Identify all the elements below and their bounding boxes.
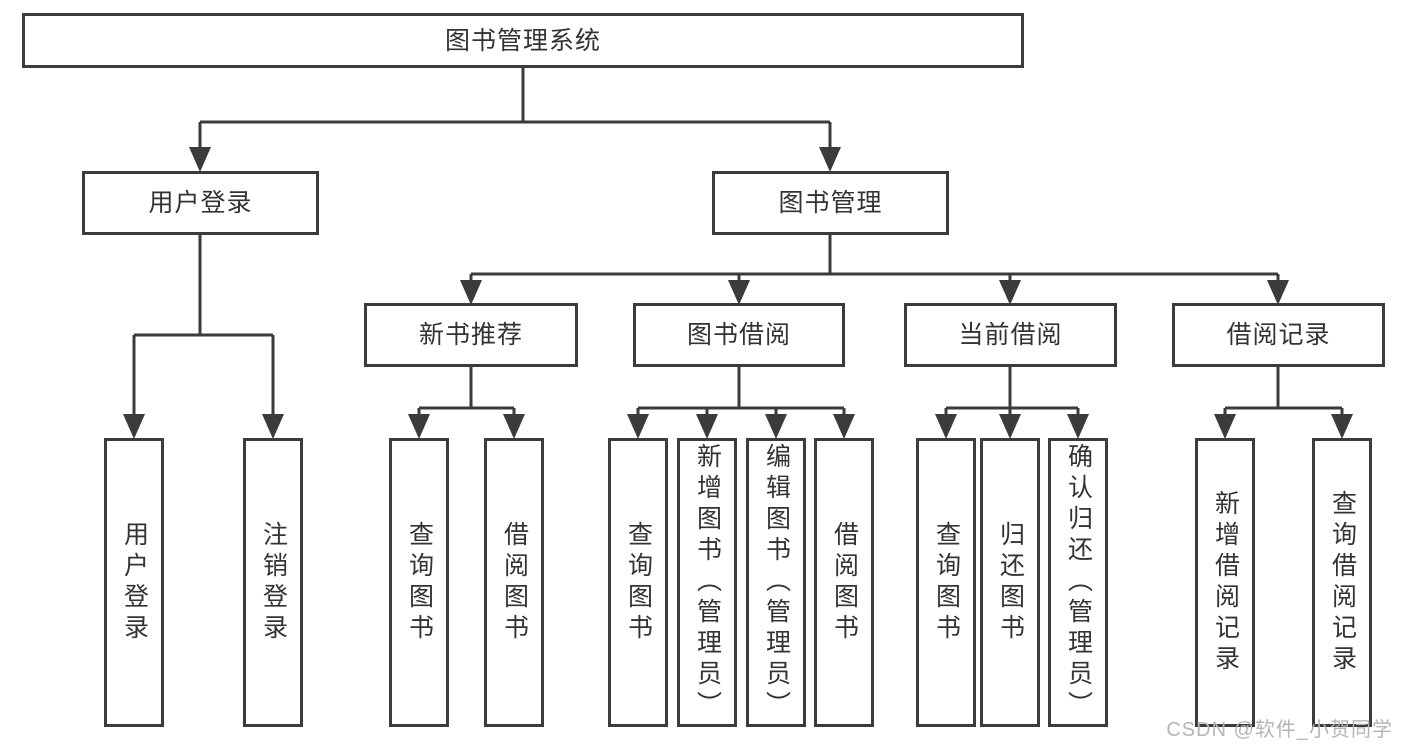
- edge-borrow-records-to-leaves: [1223, 367, 1344, 420]
- edge-book-management-to-level3: [469, 235, 1280, 290]
- arrow-down-icon: [935, 414, 957, 439]
- leaf-query-borrow-record: 查询借阅记录: [1312, 438, 1372, 727]
- leaf-borrow-books: 借阅图书: [814, 438, 874, 727]
- leaf-edit-book-admin: 编辑图书（管理员）: [746, 438, 806, 727]
- leaf-add-book-admin-label: 新增图书（管理员）: [693, 443, 722, 722]
- node-root: 图书管理系统: [22, 13, 1024, 68]
- leaf-query-books-borrow-label: 查询图书: [624, 520, 653, 645]
- edge-new-book-recommend-arrowheads: [408, 414, 525, 439]
- leaf-borrow-books-recommend-label: 借阅图书: [500, 520, 529, 645]
- edge-current-borrow-arrowheads: [935, 414, 1089, 439]
- node-book-borrow: 图书借阅: [633, 303, 845, 367]
- arrow-down-icon: [460, 280, 482, 305]
- csdn-watermark: CSDN @软件_小贺同学: [1166, 719, 1393, 741]
- leaf-query-books-borrow: 查询图书: [608, 438, 668, 727]
- leaf-return-book: 归还图书: [980, 438, 1040, 727]
- node-new-book-recommend-label: 新书推荐: [418, 321, 523, 349]
- node-current-borrow: 当前借阅: [904, 303, 1117, 367]
- leaf-query-books-recommend: 查询图书: [389, 438, 449, 727]
- arrow-down-icon: [728, 280, 750, 305]
- leaf-user-login: 用户登录: [104, 438, 164, 727]
- leaf-borrow-books-recommend: 借阅图书: [484, 438, 544, 727]
- arrow-down-icon: [999, 280, 1021, 305]
- leaf-logout-label: 注销登录: [259, 520, 288, 645]
- node-current-borrow-label: 当前借阅: [958, 321, 1063, 349]
- arrow-down-icon: [1214, 414, 1236, 439]
- leaf-query-books-current: 查询图书: [916, 438, 976, 727]
- arrow-down-icon: [833, 414, 855, 439]
- edge-user-login-to-leaves: [132, 235, 275, 420]
- node-root-label: 图书管理系统: [444, 26, 601, 55]
- edge-root-arrowheads: [189, 147, 841, 172]
- node-new-book-recommend: 新书推荐: [364, 303, 578, 367]
- edge-borrow-records-arrowheads: [1214, 414, 1353, 439]
- leaf-user-login-label: 用户登录: [120, 520, 149, 645]
- edge-book-management-arrowheads: [460, 280, 1289, 305]
- arrow-down-icon: [1067, 414, 1089, 439]
- leaf-add-borrow-record: 新增借阅记录: [1195, 438, 1255, 727]
- node-borrow-records: 借阅记录: [1172, 303, 1385, 367]
- leaf-query-books-current-label: 查询图书: [932, 520, 961, 645]
- node-user-login: 用户登录: [82, 171, 319, 235]
- leaf-query-books-recommend-label: 查询图书: [405, 520, 434, 645]
- edge-current-borrow-to-leaves: [944, 367, 1080, 420]
- leaf-confirm-return-admin-label: 确认归还（管理员）: [1064, 443, 1093, 722]
- node-borrow-records-label: 借阅记录: [1226, 321, 1331, 349]
- arrow-down-icon: [503, 414, 525, 439]
- node-book-management: 图书管理: [712, 171, 949, 235]
- arrow-down-icon: [696, 414, 718, 439]
- edge-new-book-recommend-to-leaves: [417, 367, 516, 420]
- edge-book-borrow-to-leaves: [636, 367, 846, 420]
- arrow-down-icon: [189, 147, 211, 172]
- arrow-down-icon: [819, 147, 841, 172]
- arrow-down-icon: [123, 414, 145, 439]
- leaf-add-borrow-record-label: 新增借阅记录: [1211, 489, 1240, 676]
- node-book-borrow-label: 图书借阅: [686, 321, 791, 349]
- leaf-return-book-label: 归还图书: [996, 520, 1025, 645]
- arrow-down-icon: [627, 414, 649, 439]
- leaf-confirm-return-admin: 确认归还（管理员）: [1048, 438, 1108, 727]
- leaf-query-borrow-record-label: 查询借阅记录: [1328, 489, 1357, 676]
- arrow-down-icon: [1267, 280, 1289, 305]
- node-user-login-label: 用户登录: [148, 189, 253, 217]
- arrow-down-icon: [408, 414, 430, 439]
- leaf-edit-book-admin-label: 编辑图书（管理员）: [762, 443, 791, 722]
- leaf-borrow-books-label: 借阅图书: [830, 520, 859, 645]
- arrow-down-icon: [1331, 414, 1353, 439]
- edge-root-to-level2: [198, 68, 832, 150]
- leaf-add-book-admin: 新增图书（管理员）: [677, 438, 737, 727]
- edge-user-login-arrowheads: [123, 414, 284, 439]
- arrow-down-icon: [999, 414, 1021, 439]
- arrow-down-icon: [262, 414, 284, 439]
- leaf-logout: 注销登录: [243, 438, 303, 727]
- node-book-management-label: 图书管理: [778, 189, 883, 217]
- edge-book-borrow-arrowheads: [627, 414, 855, 439]
- arrow-down-icon: [765, 414, 787, 439]
